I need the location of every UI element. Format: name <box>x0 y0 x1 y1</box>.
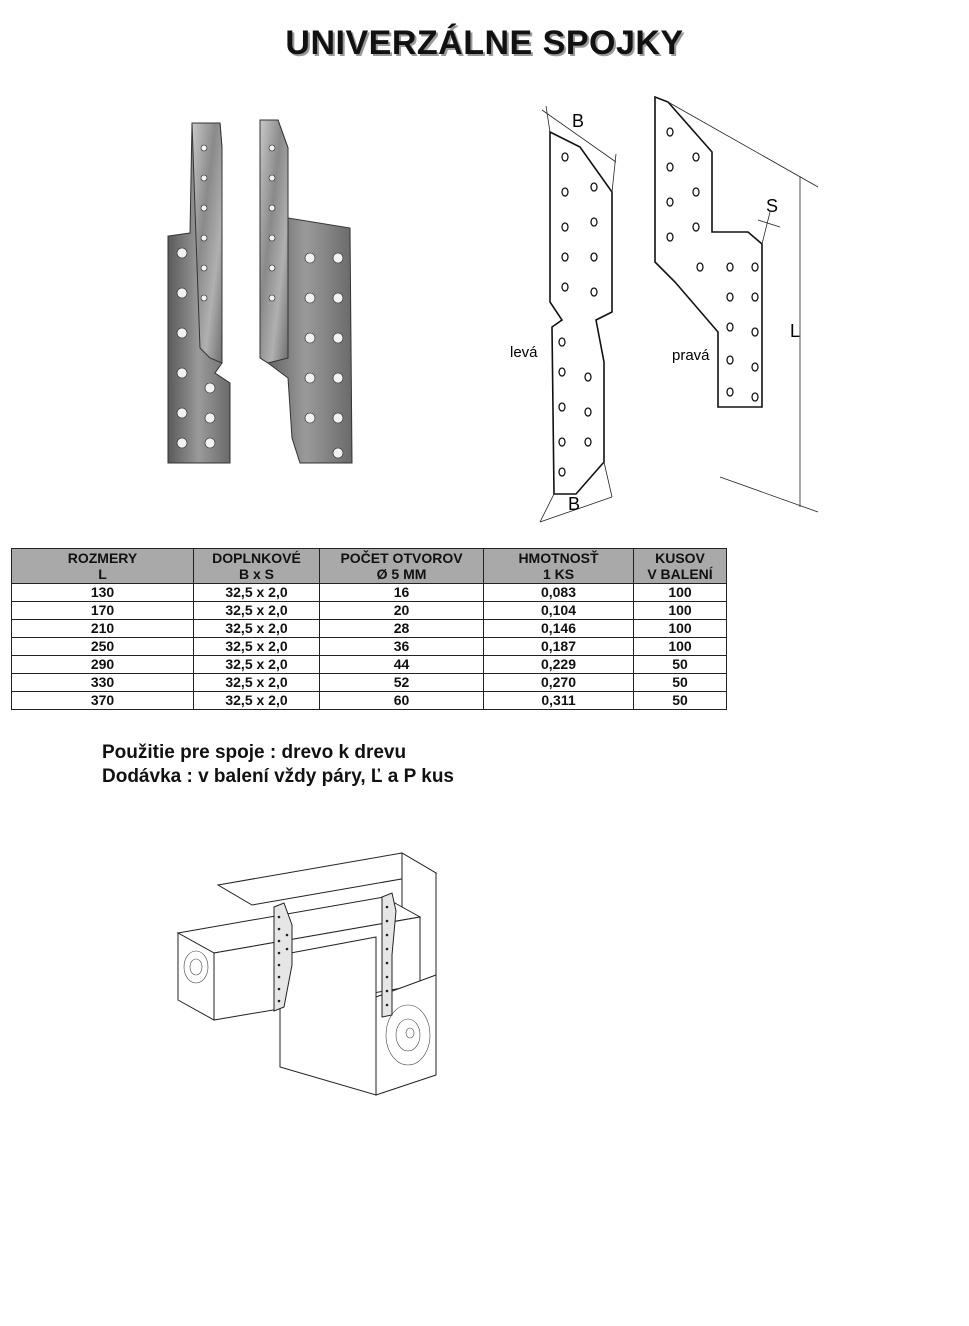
cell-pocet: 20 <box>319 601 484 620</box>
delivery-line: Dodávka : v balení vždy páry, Ľ a P kus <box>102 766 454 787</box>
label-right-plate: pravá <box>672 347 710 364</box>
cell-hmotnost: 0,104 <box>483 601 634 620</box>
cell-rozmery: 330 <box>11 673 194 692</box>
header-kusov: KUSOV V BALENÍ <box>633 548 727 584</box>
label-b-top: B <box>572 111 584 131</box>
table-row: 290 32,5 x 2,0 44 0,229 50 <box>11 655 727 674</box>
page-title: UNIVERZÁLNE SPOJKY <box>285 24 684 62</box>
table-row: 330 32,5 x 2,0 52 0,270 50 <box>11 673 727 692</box>
cell-kusov: 100 <box>633 601 727 620</box>
cell-hmotnost: 0,146 <box>483 619 634 638</box>
cell-doplnkove: 32,5 x 2,0 <box>193 601 320 620</box>
label-left-plate: levá <box>510 344 538 361</box>
cell-rozmery: 250 <box>11 637 194 656</box>
usage-notes: Použitie pre spoje : drevo k drevu Dodáv… <box>102 741 454 789</box>
cell-rozmery: 130 <box>11 583 194 602</box>
product-photo <box>167 119 353 464</box>
cell-hmotnost: 0,187 <box>483 637 634 656</box>
joint-illustration <box>176 852 438 1096</box>
header-rozmery: ROZMERY L <box>11 548 194 584</box>
cell-doplnkove: 32,5 x 2,0 <box>193 691 320 710</box>
cell-pocet: 28 <box>319 619 484 638</box>
cell-doplnkove: 32,5 x 2,0 <box>193 637 320 656</box>
label-s: S <box>766 196 778 216</box>
header-pocet-otvorov: POČET OTVOROV Ø 5 MM <box>319 548 484 584</box>
cell-pocet: 16 <box>319 583 484 602</box>
cell-rozmery: 210 <box>11 619 194 638</box>
header-doplnkove: DOPLNKOVÉ B x S <box>193 548 320 584</box>
cell-pocet: 44 <box>319 655 484 674</box>
table-row: 170 32,5 x 2,0 20 0,104 100 <box>11 601 727 620</box>
cell-pocet: 52 <box>319 673 484 692</box>
label-l: L <box>790 321 800 341</box>
cell-doplnkove: 32,5 x 2,0 <box>193 619 320 638</box>
table-row: 130 32,5 x 2,0 16 0,083 100 <box>11 583 727 602</box>
cell-pocet: 60 <box>319 691 484 710</box>
cell-rozmery: 290 <box>11 655 194 674</box>
spec-table: ROZMERY L DOPLNKOVÉ B x S POČET OTVOROV … <box>11 548 727 710</box>
table-row: 370 32,5 x 2,0 60 0,311 50 <box>11 691 727 710</box>
cell-rozmery: 370 <box>11 691 194 710</box>
table-row: 250 32,5 x 2,0 36 0,187 100 <box>11 637 727 656</box>
cell-kusov: 100 <box>633 637 727 656</box>
usage-line: Použitie pre spoje : drevo k drevu <box>102 742 407 763</box>
cell-pocet: 36 <box>319 637 484 656</box>
table-row: 210 32,5 x 2,0 28 0,146 100 <box>11 619 727 638</box>
cell-hmotnost: 0,229 <box>483 655 634 674</box>
connector-diagram: B B S L levá pravá <box>510 95 819 523</box>
cell-doplnkove: 32,5 x 2,0 <box>193 673 320 692</box>
cell-hmotnost: 0,270 <box>483 673 634 692</box>
cell-kusov: 50 <box>633 673 727 692</box>
cell-doplnkove: 32,5 x 2,0 <box>193 583 320 602</box>
cell-kusov: 50 <box>633 655 727 674</box>
label-b-bottom: B <box>568 494 580 514</box>
cell-kusov: 100 <box>633 619 727 638</box>
header-hmotnost: HMOTNOSŤ 1 KS <box>483 548 634 584</box>
cell-doplnkove: 32,5 x 2,0 <box>193 655 320 674</box>
cell-kusov: 50 <box>633 691 727 710</box>
cell-hmotnost: 0,083 <box>483 583 634 602</box>
cell-rozmery: 170 <box>11 601 194 620</box>
cell-kusov: 100 <box>633 583 727 602</box>
table-header-row: ROZMERY L DOPLNKOVÉ B x S POČET OTVOROV … <box>11 548 727 584</box>
cell-hmotnost: 0,311 <box>483 691 634 710</box>
